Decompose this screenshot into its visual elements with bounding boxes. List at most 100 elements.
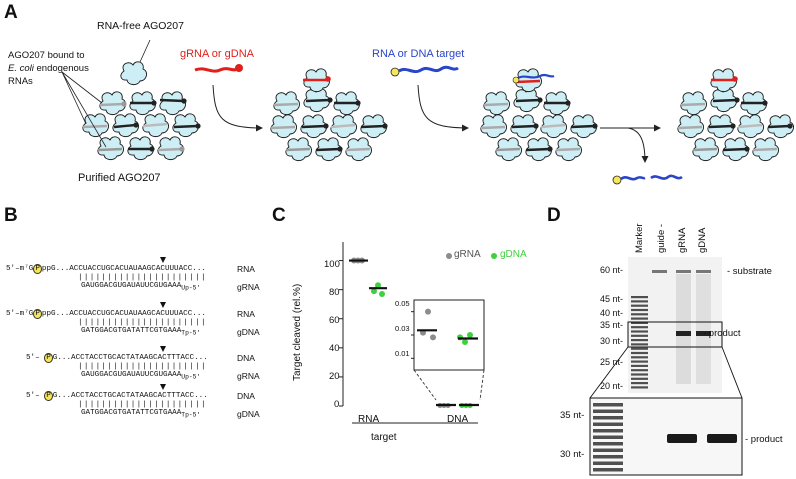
seq-row-4-guide-type: gDNA <box>237 409 260 419</box>
lane-gdna-smear <box>696 274 711 384</box>
size-20: 20 nt- <box>600 381 624 391</box>
seq-row-4-guide: GATGGACGTGATATTCGTGAAATp-5′ <box>81 409 201 419</box>
zoom-size-30: 30 nt- <box>560 449 585 460</box>
panel-letter-b: B <box>4 205 18 226</box>
legend-grna-dot <box>446 253 452 259</box>
marker-band <box>631 347 648 350</box>
marker-band <box>631 339 648 342</box>
cap-icon: P <box>44 391 53 401</box>
seq-row-3-target-type: DNA <box>237 353 255 363</box>
marker-band <box>631 356 648 359</box>
c-cat-dna: DNA <box>447 414 469 425</box>
substrate-label: - substrate <box>727 266 772 277</box>
bound-ago-label-line1: AGO207 bound to <box>8 50 85 61</box>
marker-band <box>631 317 648 320</box>
zoom-marker-band <box>593 435 623 439</box>
ago-cluster-3 <box>480 68 598 162</box>
bound-ago-label-line3: RNAs <box>8 76 33 87</box>
marker-band <box>631 330 648 333</box>
c-point-gDNA-rna <box>371 288 377 295</box>
zoom-marker-band <box>593 468 623 472</box>
size-35: 35 nt- <box>600 320 624 330</box>
legend-gdna-dot <box>491 253 497 259</box>
c-ytick-80: 80 <box>329 287 340 298</box>
cap-icon: P <box>44 353 53 363</box>
product-label: - product <box>703 328 741 339</box>
zoom-marker-band <box>593 422 623 426</box>
inset-ytick-003: 0.03 <box>395 324 410 333</box>
panel-letter-c: C <box>272 205 286 226</box>
marker-band <box>631 321 648 324</box>
purified-ago-label: Purified AGO207 <box>78 172 161 184</box>
lane-gdna: gDNA <box>697 227 708 253</box>
c-xlabel: target <box>371 432 397 443</box>
guide-label: gRNA or gDNA <box>180 48 254 60</box>
zoom-product-band-gdna <box>707 434 737 443</box>
size-30: 30 nt- <box>600 336 624 346</box>
seq-row-2-guide-type: gDNA <box>237 327 260 337</box>
zoom-line-right <box>721 346 743 399</box>
cleaved-product-3-prime <box>650 174 683 180</box>
size-25: 25 nt- <box>600 357 624 367</box>
marker-band <box>631 360 648 363</box>
marker-band <box>631 296 648 299</box>
marker-band <box>631 313 648 316</box>
product-band-gdna <box>696 331 711 336</box>
zoom-marker-band <box>593 442 623 446</box>
marker-band <box>631 334 648 337</box>
marker-band <box>631 373 648 376</box>
ago-cluster-4 <box>677 68 795 162</box>
ago-cluster-2 <box>270 68 388 162</box>
marker-band <box>631 364 648 367</box>
zoom-size-35: 35 nt- <box>560 410 585 421</box>
inset-point <box>462 339 468 345</box>
lane-grna-smear <box>676 274 691 384</box>
ago-cluster-1 <box>61 39 201 161</box>
bound-ago-label-line2: E. coli endogenous <box>8 63 89 74</box>
target-strand <box>398 65 459 74</box>
zoom-product-label: - product <box>745 434 783 445</box>
inset-point <box>430 334 436 341</box>
marker-band <box>631 377 648 380</box>
inset-zoom-line-left <box>413 369 437 401</box>
lane-marker: Marker <box>634 223 645 253</box>
c-ytick-40: 40 <box>329 343 340 354</box>
cap-icon: P <box>33 264 42 274</box>
seq-row-3-guide-type: gRNA <box>237 371 260 381</box>
product-band-grna <box>676 331 691 336</box>
c-ytick-100: 100 <box>324 259 340 270</box>
zoom-region <box>627 321 723 348</box>
marker-band <box>631 369 648 372</box>
inset-zoom-line-right <box>479 369 485 401</box>
zoom-marker-band <box>593 416 623 420</box>
marker-band <box>631 300 648 303</box>
substrate-band <box>696 270 711 273</box>
seq-row-2-guide: GATGGACGTGATATTCGTGAAATp-5′ <box>81 327 201 337</box>
lane-grna: gRNA <box>677 227 688 253</box>
zoom-marker-band <box>593 461 623 465</box>
zoom-marker-band <box>593 403 623 407</box>
zoom-marker-band <box>593 448 623 452</box>
guide-strand <box>194 67 239 73</box>
cap-icon: P <box>33 309 42 319</box>
size-45: 45 nt- <box>600 294 624 304</box>
marker-band <box>631 386 648 389</box>
target-label: RNA or DNA target <box>372 48 465 60</box>
marker-band <box>631 343 648 346</box>
c-ytick-60: 60 <box>329 315 340 326</box>
c-ytick-20: 20 <box>329 371 340 382</box>
lane-guide-minus: guide - <box>656 223 667 253</box>
inset-ytick-001: 0.01 <box>395 349 410 358</box>
arrow-step-1 <box>212 84 263 132</box>
seq-row-4-target-type: DNA <box>237 391 255 401</box>
zoom-marker-band <box>593 409 623 413</box>
zoom-line-left <box>589 346 629 399</box>
c-cat-rna: RNA <box>358 414 380 425</box>
seq-row-2-target-type: RNA <box>237 309 255 319</box>
